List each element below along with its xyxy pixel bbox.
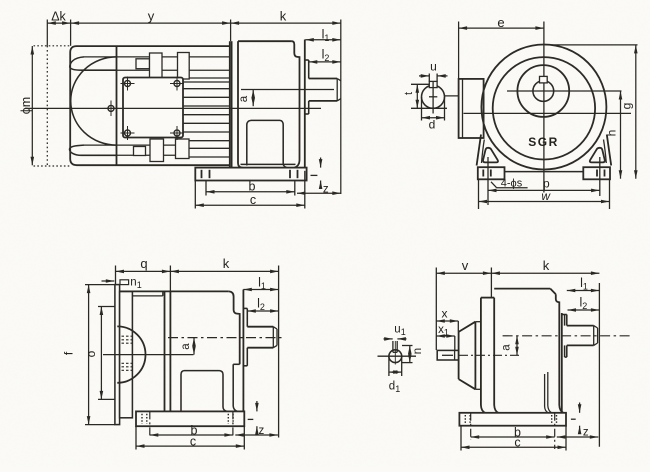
svg-text:d: d — [429, 118, 436, 132]
svg-text:b: b — [249, 180, 256, 194]
svg-text:z: z — [583, 427, 589, 439]
svg-text:a: a — [501, 344, 513, 351]
svg-text:v: v — [462, 258, 469, 273]
svg-text:x1: x1 — [438, 324, 449, 338]
svg-text:c: c — [514, 435, 520, 449]
svg-text:l2: l2 — [322, 48, 330, 64]
svg-text:h: h — [605, 130, 619, 137]
svg-text:t: t — [403, 92, 415, 95]
svg-text:l2: l2 — [580, 296, 588, 312]
svg-text:k: k — [280, 8, 287, 23]
svg-text:Δk: Δk — [51, 9, 66, 23]
svg-text:f: f — [62, 351, 76, 355]
svg-text:u: u — [430, 60, 437, 74]
svg-text:l1: l1 — [258, 276, 266, 292]
svg-text:c: c — [250, 193, 256, 207]
svg-text:l1: l1 — [580, 276, 588, 292]
svg-text:u1: u1 — [394, 324, 405, 338]
svg-text:z: z — [323, 183, 329, 195]
svg-text:w: w — [541, 189, 551, 203]
svg-text:x: x — [442, 307, 448, 321]
svg-text:y: y — [148, 8, 155, 23]
svg-text:o: o — [84, 350, 98, 357]
svg-text:a: a — [180, 343, 192, 350]
svg-text:l1: l1 — [322, 27, 330, 43]
svg-text:ϕm: ϕm — [19, 97, 33, 114]
svg-text:c: c — [190, 435, 196, 449]
svg-text:4-ϕs: 4-ϕs — [501, 178, 523, 190]
svg-text:a: a — [238, 95, 250, 102]
svg-text:k: k — [543, 258, 550, 273]
svg-text:b: b — [514, 425, 521, 439]
svg-text:k: k — [223, 256, 230, 271]
svg-text:g: g — [620, 103, 634, 110]
svg-text:z: z — [259, 425, 265, 437]
svg-text:b: b — [191, 423, 198, 437]
svg-text:l2: l2 — [257, 297, 265, 313]
svg-text:p: p — [543, 177, 550, 191]
svg-text:d1: d1 — [389, 381, 400, 395]
svg-text:SGR: SGR — [528, 135, 559, 149]
svg-text:n: n — [412, 348, 424, 354]
svg-text:n1: n1 — [130, 276, 141, 290]
svg-text:q: q — [140, 256, 147, 271]
svg-text:e: e — [497, 15, 504, 30]
